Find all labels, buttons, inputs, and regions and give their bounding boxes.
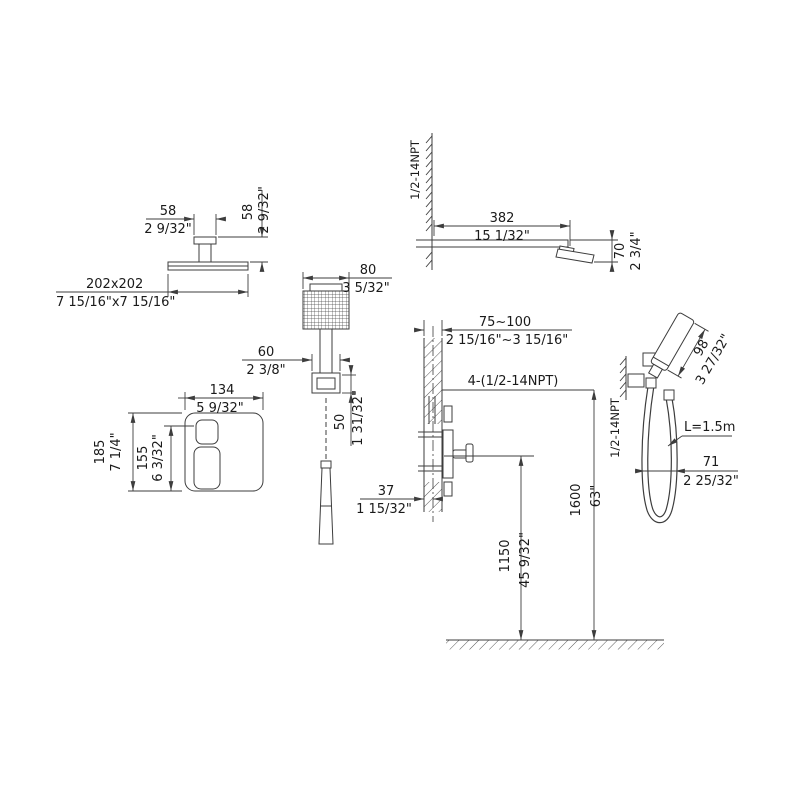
dim-mm: 71 (703, 455, 720, 470)
dim-inch: 2 3/4" (629, 231, 644, 270)
dim-mm: 70 (613, 243, 628, 260)
dim-inch: 45 9/32" (518, 532, 533, 588)
dim-mm: 1600 (569, 483, 584, 516)
dim-inch: 2 3/8" (246, 363, 285, 378)
valve-top-stub (443, 405, 453, 423)
wall-arm-view: 1/2-14NPT 382 15 1/32" 70 2 3/4" (408, 133, 644, 272)
dim-valve-mount-height: 1150 45 9/32" (444, 455, 534, 640)
dim-inch: 3 5/32" (342, 281, 390, 296)
dim-mm: 185 (93, 440, 108, 465)
wall-section-view: 75~100 2 15/16"~3 15/16" 4-(1/2-14NPT) 3… (356, 315, 594, 522)
dim-ceiling-head-size: 202x202 7 15/16"x7 15/16" (56, 274, 249, 310)
connection-note: 4-(1/2-14NPT) (442, 374, 594, 391)
dim-mm: 58 (241, 204, 256, 221)
mixer-handle-paddle (193, 446, 221, 490)
shower-arm (431, 239, 569, 248)
dim-outlet-mount-height: 1600 63" (569, 390, 604, 640)
hose-nut-right (663, 389, 675, 401)
dim-inch: 2 9/32" (257, 186, 272, 234)
dim-head-width: 80 3 5/32" (302, 263, 392, 296)
wall-hatch-ticks (425, 135, 433, 268)
dim-mixer-width: 134 5 9/32" (178, 383, 264, 416)
dim-ceiling-arm-height: 58 2 9/32" (218, 186, 272, 272)
dim-inch: 15 1/32" (474, 229, 530, 244)
dim-wall-thickness: 75~100 2 15/16"~3 15/16" (414, 315, 572, 348)
handshower-wand (650, 312, 695, 371)
dim-hose-loop-width: 71 2 25/32" (635, 455, 739, 489)
dim-mm: 1150 (498, 539, 513, 572)
handshower-connector (320, 460, 332, 469)
dim-inch: 7 15/16"x7 15/16" (56, 295, 175, 310)
dim-inch: 1 31/32" (351, 390, 366, 446)
dim-inch: 2 9/32" (144, 222, 192, 237)
dim-mm: 60 (258, 345, 275, 360)
dim-ceiling-flange-width: 58 2 9/32" (144, 204, 226, 237)
ceiling-flange (193, 236, 217, 245)
dim-arm-length: 382 15 1/32" (433, 211, 571, 246)
dim-inch: 2 15/16"~3 15/16" (446, 333, 569, 348)
dim-inch: 6 3/32" (151, 434, 166, 482)
dim-inch: 2 25/32" (683, 474, 739, 489)
mixer-lever (195, 419, 219, 445)
handshower-wand-group: 98 3 27/32" (647, 312, 734, 388)
dim-flange-width: 60 2 3/8" (242, 345, 350, 378)
handshower-joint (647, 363, 664, 379)
dim-inch: 7 1/4" (109, 432, 124, 471)
dim-mm: 134 (210, 383, 235, 398)
valve-body (442, 429, 454, 479)
floor-hatch (446, 640, 664, 650)
dim-mm: 50 (333, 414, 348, 431)
ceiling-shower-view: 58 2 9/32" 58 2 9/32" 202x202 7 15/16"x7… (56, 186, 272, 310)
handshower-view: 98 3 27/32" 1/2-14NPT L=1.5m 71 2 25/32" (608, 312, 739, 524)
column-front-view: 80 3 5/32" 60 2 3/8" 50 1 31/32" (242, 263, 392, 545)
wall-supply-elbow (627, 373, 645, 388)
dim-arm-drop: 70 2 3/4" (570, 230, 644, 272)
dim-mm: 75~100 (479, 315, 531, 330)
valve-knob (465, 443, 474, 463)
dim-inch: 5 9/32" (196, 401, 244, 416)
dim-valve-depth: 37 1 15/32" (356, 484, 443, 517)
hose-length-note: L=1.5m (667, 420, 735, 447)
dim-flange-drop: 50 1 31/32" (333, 365, 366, 446)
dim-mm: 80 (360, 263, 377, 278)
hose-nut-left (645, 377, 657, 389)
hose-length-label: L=1.5m (684, 420, 735, 435)
dim-inch: 1 15/32" (356, 502, 412, 517)
valve-bottom-stub (443, 481, 453, 497)
dim-mm: 202x202 (86, 277, 143, 292)
floor-and-heights: 1150 45 9/32" 1600 63" (444, 390, 664, 650)
column-flange-inner (316, 377, 336, 390)
rain-head-profile (555, 248, 595, 264)
dim-mm: 155 (136, 446, 151, 471)
dim-inch: 63" (589, 485, 604, 508)
connection-note-label: 4-(1/2-14NPT) (468, 374, 559, 389)
dim-mixer-inner-height: 155 6 3/32" (136, 425, 194, 491)
dim-mixer-height: 185 7 1/4" (93, 412, 182, 492)
dim-mm: 58 (160, 204, 177, 219)
head-cap (309, 283, 343, 292)
handshower-thread-label: 1/2-14NPT (608, 397, 622, 458)
ceiling-arm (198, 243, 212, 263)
dim-mm: 98 (691, 337, 712, 359)
column-stem (319, 328, 333, 374)
mixer-front-view: 134 5 9/32" 185 7 1/4" 155 6 3/32" (93, 383, 264, 492)
rain-head-front (302, 290, 350, 330)
arm-thread-label: 1/2-14NPT (408, 139, 422, 200)
dim-mm: 382 (490, 211, 515, 226)
dim-mm: 37 (378, 484, 395, 499)
